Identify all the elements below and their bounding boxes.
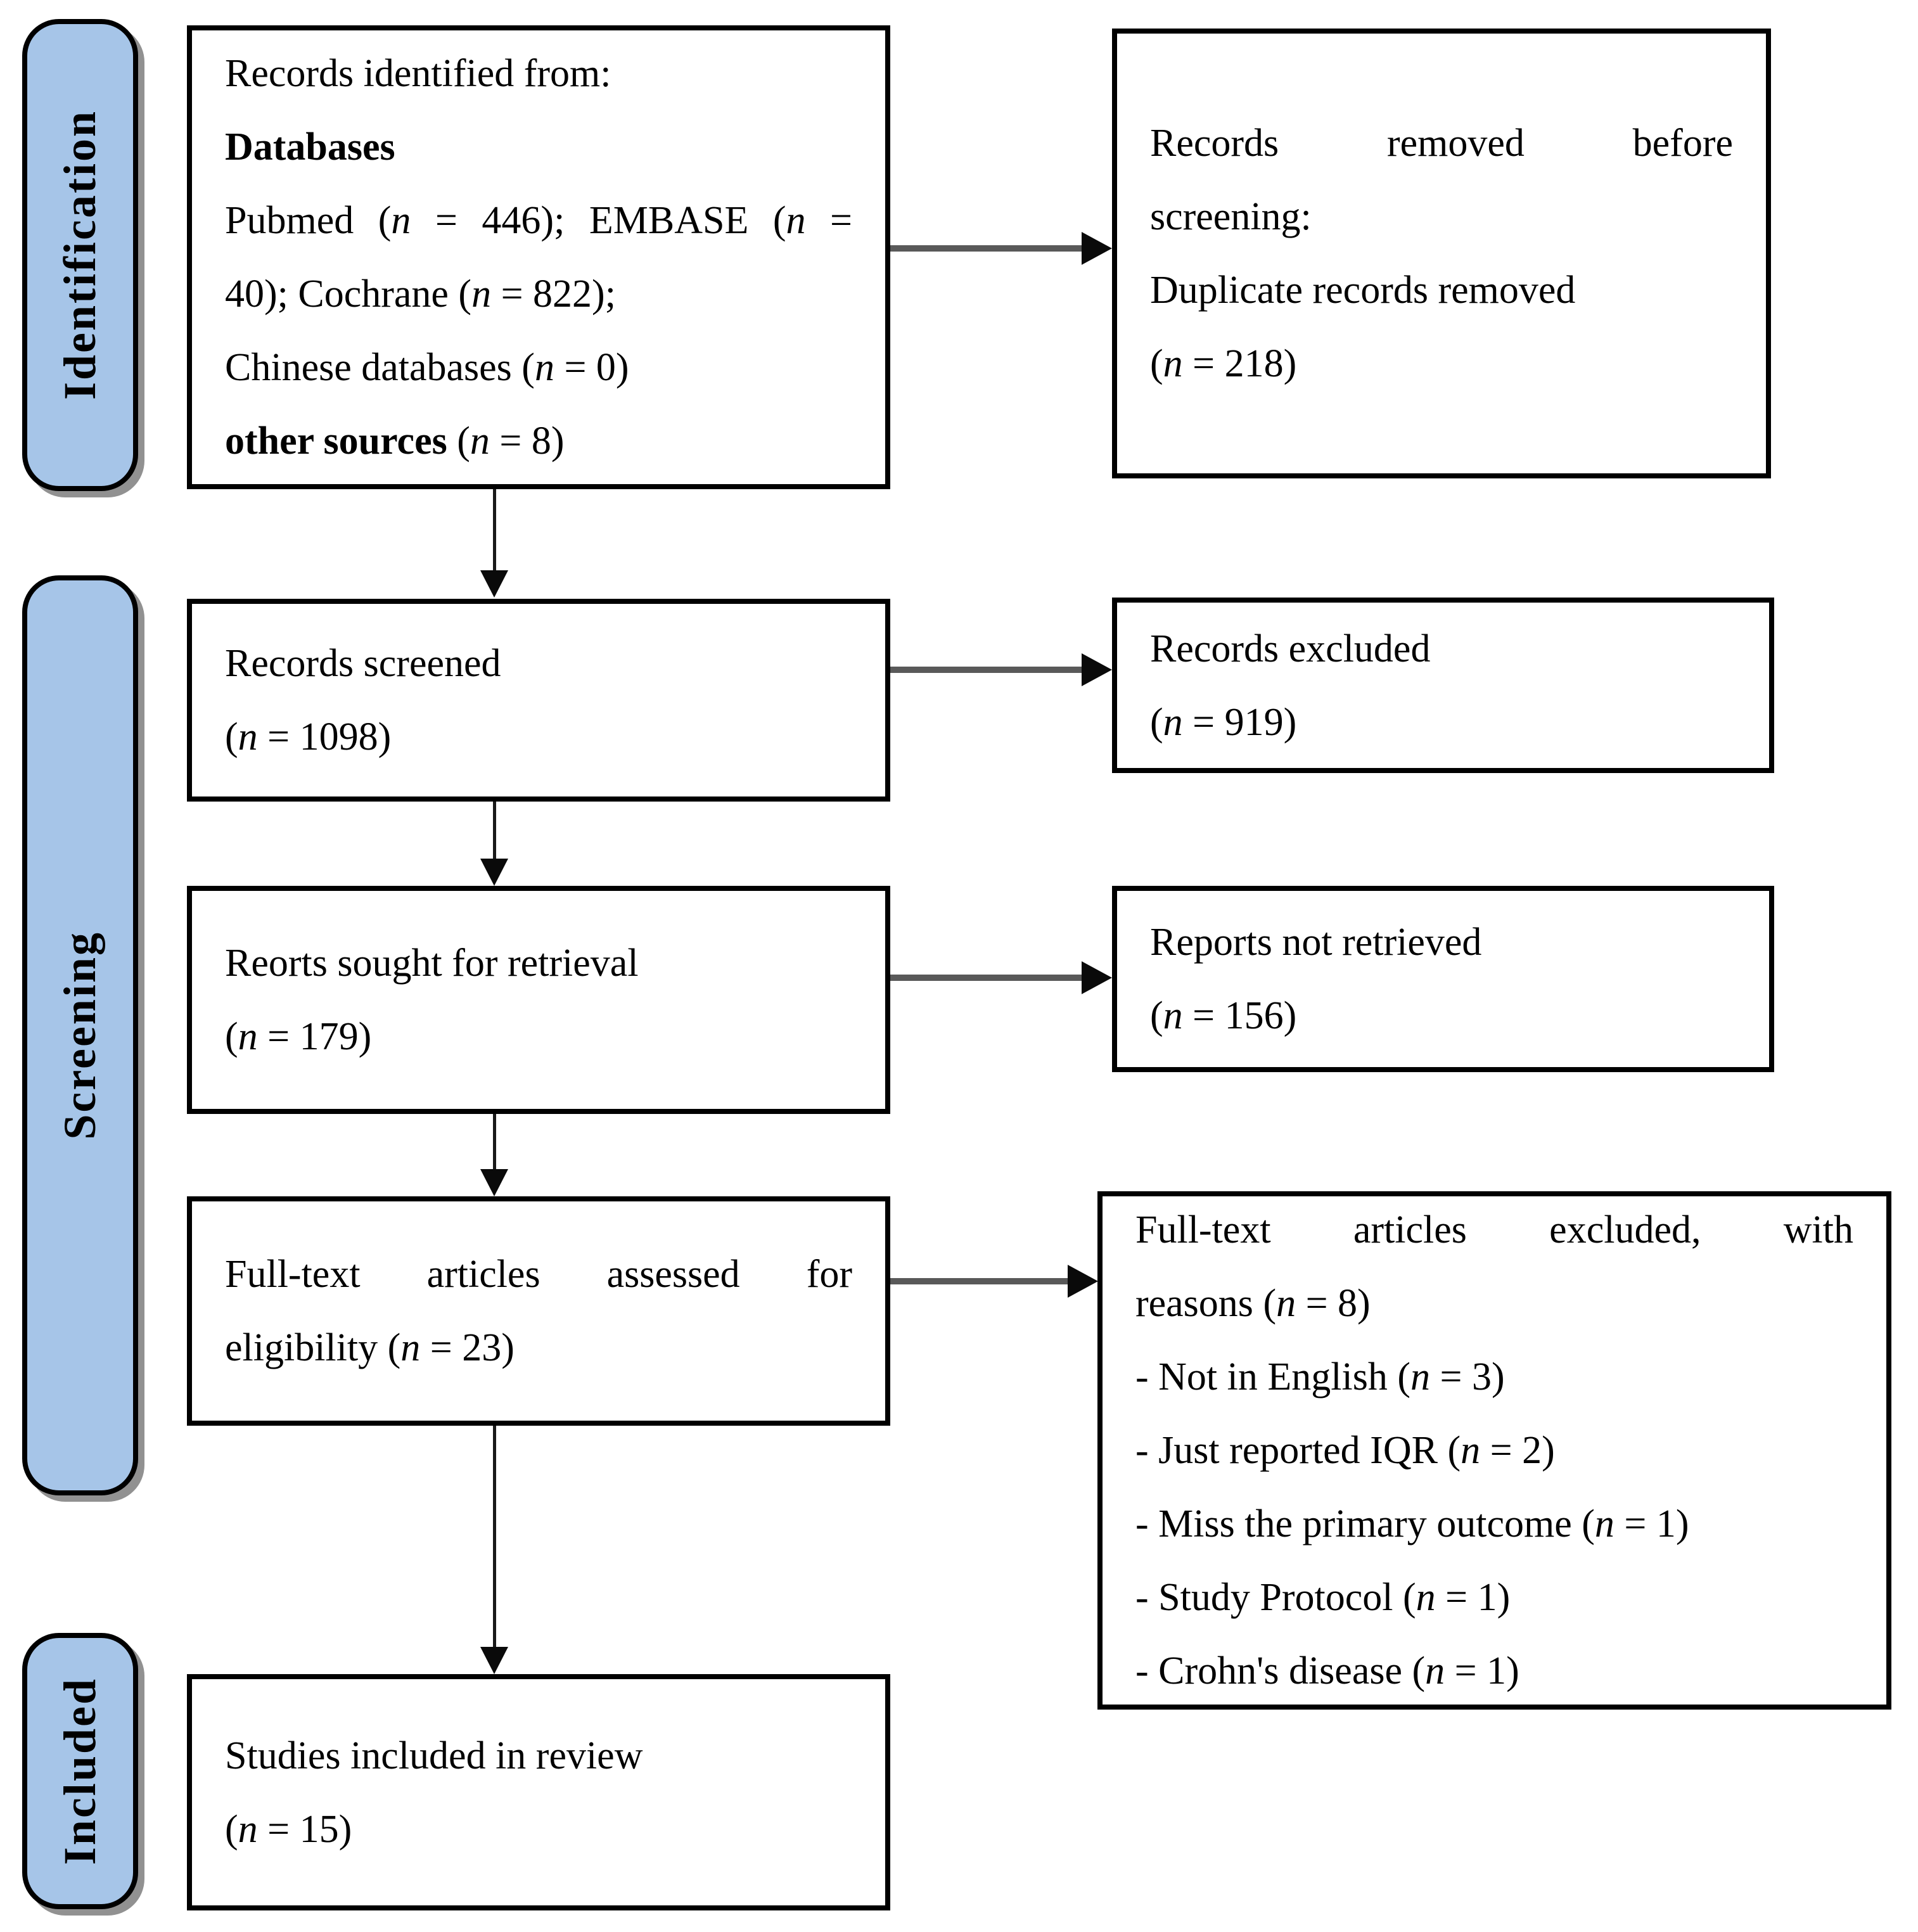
box-text-line: Studies included in review xyxy=(225,1734,643,1777)
box-text-line: Full-text articles excluded, with xyxy=(1135,1208,1853,1251)
box-text-line: Pubmed (n = 446); EMBASE (n = xyxy=(225,199,852,242)
arrow-fulltext-to-excluded-reasons xyxy=(890,1265,1098,1298)
arrow-identified-to-removed xyxy=(890,232,1112,265)
stage-label-included: Included xyxy=(54,1677,105,1865)
arrow-line xyxy=(890,1278,1069,1284)
arrow-fulltext-to-included xyxy=(480,1426,508,1674)
arrow-sought-to-not-retrieved xyxy=(890,961,1112,994)
box-text-line: (n = 919) xyxy=(1150,700,1297,744)
box-records-excluded: Records excluded (n = 919) xyxy=(1112,598,1774,773)
arrow-line xyxy=(493,802,496,860)
box-records-screened: Records screened (n = 1098) xyxy=(187,599,890,802)
stage-tab-included: Included xyxy=(22,1633,138,1909)
box-text-line: (n = 218) xyxy=(1150,342,1297,385)
box-text-line: Records excluded xyxy=(1150,627,1431,670)
arrow-line xyxy=(890,667,1083,673)
arrow-down-head-icon xyxy=(480,1647,508,1674)
box-text-line: Reorts sought for retrieval xyxy=(225,942,639,985)
arrow-right-head-icon xyxy=(1068,1265,1098,1298)
stage-label-identification: Identification xyxy=(54,110,105,400)
arrow-line xyxy=(493,1426,496,1649)
box-text-line: screening: xyxy=(1150,195,1312,238)
box-text-line: (n = 179) xyxy=(225,1015,372,1058)
box-text-line: - Study Protocol (n = 1) xyxy=(1135,1576,1511,1619)
arrow-down-head-icon xyxy=(480,859,508,886)
box-text-line: Reports not retrieved xyxy=(1150,921,1482,964)
box-text-line: (n = 1098) xyxy=(225,715,392,758)
box-text-line: Records removed before xyxy=(1150,122,1733,165)
box-reports-sought: Reorts sought for retrieval (n = 179) xyxy=(187,886,890,1114)
box-text-line: 40); Cochrane (n = 822); xyxy=(225,272,616,316)
box-text-line: (n = 15) xyxy=(225,1807,352,1851)
arrow-line xyxy=(890,975,1083,981)
arrow-line xyxy=(890,245,1083,252)
arrow-line xyxy=(493,1114,496,1171)
arrow-identified-to-screened xyxy=(480,489,508,598)
box-text-line: eligibility (n = 23) xyxy=(225,1326,515,1369)
box-text-line: Records identified from: xyxy=(225,52,611,95)
arrow-right-head-icon xyxy=(1082,961,1112,994)
box-text-line: - Not in English (n = 3) xyxy=(1135,1355,1505,1398)
arrow-right-head-icon xyxy=(1082,653,1112,686)
box-text-line: - Just reported IQR (n = 2) xyxy=(1135,1429,1555,1472)
box-records-removed: Records removed before screening: Duplicat… xyxy=(1112,29,1771,478)
stage-tab-identification: Identification xyxy=(22,19,138,491)
box-text-line: Records screened xyxy=(225,642,501,685)
box-text-line: Duplicate records removed xyxy=(1150,269,1576,312)
arrow-down-head-icon xyxy=(480,570,508,598)
box-text-line: - Miss the primary outcome (n = 1) xyxy=(1135,1502,1689,1545)
box-reports-not-retrieved: Reports not retrieved (n = 156) xyxy=(1112,886,1774,1072)
arrow-screened-to-sought xyxy=(480,802,508,886)
box-fulltext-excluded-reasons: Full-text articles excluded, with reasons… xyxy=(1097,1191,1891,1710)
box-text-line: other sources (n = 8) xyxy=(225,419,565,463)
box-text-line: Databases xyxy=(225,125,395,169)
stage-label-screening: Screening xyxy=(54,931,105,1140)
box-text-line: (n = 156) xyxy=(1150,994,1297,1037)
box-studies-included: Studies included in review (n = 15) xyxy=(187,1674,890,1910)
arrow-down-head-icon xyxy=(480,1169,508,1196)
stage-tab-screening: Screening xyxy=(22,575,138,1495)
arrow-right-head-icon xyxy=(1082,232,1112,265)
arrow-screened-to-excluded xyxy=(890,653,1112,686)
box-text-line: - Crohn's disease (n = 1) xyxy=(1135,1649,1519,1692)
box-text-line: reasons (n = 8) xyxy=(1135,1282,1371,1325)
box-text-line: Full-text articles assessed for xyxy=(225,1253,852,1296)
box-text-line: Chinese databases (n = 0) xyxy=(225,346,629,389)
arrow-sought-to-fulltext xyxy=(480,1114,508,1196)
box-fulltext-assessed: Full-text articles assessed for eligibili… xyxy=(187,1196,890,1426)
arrow-line xyxy=(493,489,496,572)
